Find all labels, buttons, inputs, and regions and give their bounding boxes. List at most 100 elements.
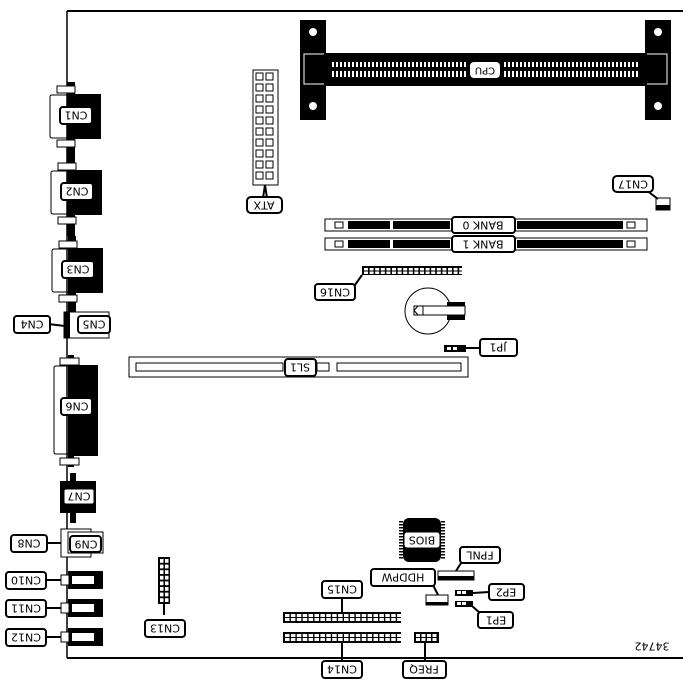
pin	[441, 551, 445, 553]
pin	[431, 271, 436, 274]
pin	[379, 618, 384, 621]
pin	[344, 71, 346, 77]
pin	[364, 271, 368, 274]
pin	[441, 527, 445, 529]
pin	[285, 618, 290, 621]
pin	[632, 62, 634, 67]
cn6-label: CN6	[66, 400, 89, 413]
pin	[612, 71, 614, 77]
pin	[408, 271, 413, 274]
pin	[420, 271, 424, 274]
pin	[386, 271, 391, 274]
pin	[296, 638, 302, 641]
bank0-label: BANK 0	[462, 219, 503, 232]
cn16-label: CN16	[320, 286, 350, 299]
pin	[308, 638, 314, 641]
pin	[432, 634, 437, 637]
pin	[290, 634, 296, 637]
pin	[432, 638, 437, 641]
mounting-hole-icon	[309, 28, 317, 36]
pin	[348, 62, 350, 67]
pin	[265, 160, 274, 169]
pin	[425, 268, 430, 271]
pin	[459, 268, 464, 271]
pin	[616, 62, 618, 67]
pin	[592, 62, 594, 67]
atx-connector: ATX	[246, 69, 283, 214]
pin	[392, 62, 394, 67]
pin	[416, 638, 420, 641]
pin	[516, 62, 518, 67]
pin	[255, 105, 264, 114]
pin	[436, 271, 441, 274]
pin	[368, 62, 370, 67]
pin	[399, 557, 403, 559]
pin	[373, 634, 378, 637]
pin	[375, 268, 380, 271]
pin	[420, 268, 424, 271]
pin	[600, 71, 602, 77]
pin	[336, 62, 338, 67]
pin	[504, 71, 506, 77]
pin	[314, 634, 319, 637]
pin	[420, 62, 422, 67]
pin	[441, 545, 445, 547]
pin	[376, 62, 378, 67]
cn3-connector: CN3	[51, 236, 103, 314]
pin	[442, 271, 447, 274]
pin	[632, 71, 634, 77]
pin	[160, 581, 164, 586]
cn8-connector: CN8	[10, 534, 61, 553]
pin	[367, 634, 373, 637]
pin	[399, 533, 403, 535]
pin	[399, 545, 403, 547]
pin	[628, 71, 630, 77]
pin	[356, 62, 358, 67]
pin	[636, 71, 638, 77]
pin	[403, 271, 408, 274]
pin	[265, 149, 274, 158]
pin	[369, 271, 374, 274]
pin	[372, 71, 374, 77]
pin	[400, 71, 402, 77]
pin	[464, 62, 466, 67]
pin	[460, 71, 462, 77]
pin	[448, 268, 452, 271]
pin	[165, 564, 169, 569]
pin	[265, 171, 274, 180]
pin	[512, 71, 514, 77]
pin	[165, 598, 169, 602]
pin	[165, 581, 169, 586]
hddpw-connector: HDDPW	[370, 568, 449, 606]
pin	[399, 521, 403, 523]
pin	[441, 548, 445, 550]
pin	[524, 71, 526, 77]
pin	[456, 62, 458, 67]
pin	[308, 618, 314, 621]
cn7-label: CN7	[68, 490, 91, 503]
pin	[380, 268, 385, 271]
cn1-connector: CN1	[49, 82, 101, 160]
cn12-connector: CN12	[5, 628, 103, 647]
fpnl-connector: FPNL	[437, 546, 501, 581]
pin	[403, 268, 408, 271]
cn7-connector: CN7	[60, 473, 96, 523]
pin	[397, 618, 402, 621]
pin	[255, 171, 264, 180]
pin	[388, 71, 390, 77]
pin	[580, 71, 582, 77]
pin	[314, 618, 319, 621]
ep1-jumper: EP1	[455, 601, 514, 629]
pin	[421, 638, 426, 641]
pin	[373, 638, 378, 641]
dimm-bank0: BANK 0	[324, 216, 648, 234]
pin	[332, 638, 337, 641]
pin	[338, 614, 343, 617]
pin	[352, 62, 354, 67]
pin	[508, 62, 510, 67]
pin	[380, 62, 382, 67]
pin	[397, 271, 402, 274]
pin	[416, 71, 418, 77]
cpu-slot: CPU	[300, 20, 671, 120]
